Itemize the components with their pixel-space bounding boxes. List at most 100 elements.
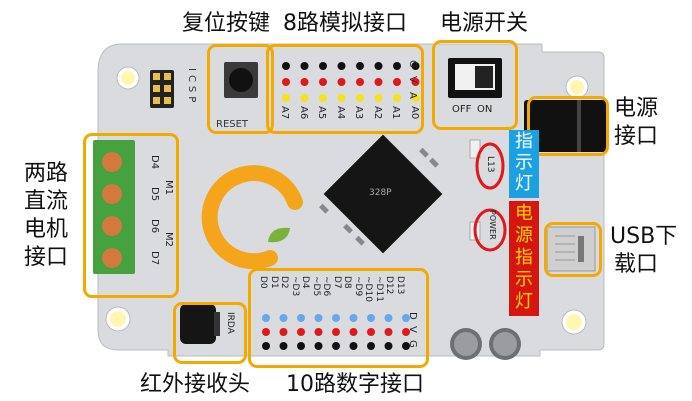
analog-pin-g (374, 62, 383, 70)
indicator-led-text: 指示灯 (509, 131, 539, 194)
digital-pin-d (262, 314, 270, 322)
analog-pin-v (300, 78, 309, 86)
power-led-char: 灯 (515, 291, 533, 312)
label-motor-1: 两路 (24, 161, 69, 186)
digital-pin-g (384, 342, 393, 350)
digital-pin-v (314, 328, 323, 336)
label-power-switch: 电源开关 (440, 11, 529, 36)
ir-receiver (180, 304, 216, 344)
reset-label: RESET (216, 119, 249, 130)
analog-pin-a (300, 94, 309, 102)
power-led-panel (509, 201, 539, 316)
analog-pin-v (374, 78, 383, 86)
indicator-led-char: 灯 (515, 173, 533, 194)
l13-led-circle (475, 142, 505, 190)
analog-pin-v (337, 78, 346, 86)
analog-pin-a (374, 94, 383, 102)
analog-pin-g (319, 62, 327, 70)
analog-pin-g (337, 62, 346, 70)
usb-connector (546, 226, 596, 272)
analog-pin-g (300, 62, 309, 70)
highlight-analog-header (266, 44, 424, 134)
analog-pin-a (337, 94, 346, 102)
digital-pin-v (367, 328, 375, 336)
digital-pin-g (297, 342, 305, 350)
label-analog-header: 8路模拟接口 (283, 11, 407, 36)
analog-pin-v (282, 78, 290, 86)
analog-pin-g (411, 62, 420, 70)
digital-pin-g (314, 342, 323, 350)
highlight-motor-ports (83, 133, 179, 298)
digital-pin-d (367, 314, 375, 322)
power-led-circle (473, 208, 507, 252)
analog-pin-g (393, 62, 401, 70)
mount-hole (570, 80, 584, 94)
digital-pin-d (349, 314, 358, 322)
mount-hole (566, 314, 582, 330)
motor-terminal-block (93, 140, 135, 274)
analog-pin-g (356, 62, 364, 70)
reset-button-cap (229, 68, 253, 92)
power-label: POWER (488, 210, 497, 240)
digital-pin-v (332, 328, 340, 336)
power-led-char: 电 (515, 203, 533, 224)
analog-pin-v (411, 78, 420, 86)
digital-pin-d (314, 314, 323, 322)
power-jack (524, 100, 606, 152)
label-power-jack-1: 电源 (614, 96, 659, 121)
label-digital-header: 10路数字接口 (286, 372, 424, 397)
digital-pin-v (384, 328, 393, 336)
digital-pin-v (297, 328, 305, 336)
digital-pin-g (279, 342, 288, 350)
digital-pin-g (402, 342, 410, 350)
digital-pin-v (279, 328, 288, 336)
indicator-led-char: 指 (515, 131, 533, 152)
switch-slider (475, 66, 493, 88)
indicator-led-char: 示 (515, 152, 533, 173)
switch-on-label: ON (477, 104, 493, 115)
analog-pin-v (393, 78, 401, 86)
highlight-ir-receiver (173, 302, 247, 364)
label-motor-3: 电机 (24, 217, 69, 242)
analog-pin-a (356, 94, 364, 102)
icsp-header (150, 70, 174, 108)
digital-pin-v (262, 328, 270, 336)
analog-pin-a (393, 94, 401, 102)
highlight-usb (544, 222, 602, 277)
analog-pin-g (282, 62, 290, 70)
analog-pin-a (319, 94, 327, 102)
power-led-char: 示 (515, 269, 533, 290)
label-usb-1: USB下 (610, 224, 678, 249)
digital-pin-v (349, 328, 358, 336)
highlight-reset (207, 44, 274, 134)
mount-hole (121, 71, 135, 85)
digital-pin-d (384, 314, 393, 322)
power-led-char: 源 (515, 225, 533, 246)
power-led-text: 电源指示灯 (509, 203, 539, 313)
digital-pin-g (367, 342, 375, 350)
l13-label: L13 (485, 156, 495, 173)
analog-pin-a (282, 94, 290, 102)
digital-pin-d (402, 314, 410, 322)
logo (201, 165, 303, 270)
chip-label: 328P (369, 188, 392, 198)
digital-pin-d (297, 314, 305, 322)
mcu-chip (323, 134, 443, 254)
analog-pin-v (356, 78, 364, 86)
label-motor-4: 接口 (24, 245, 69, 270)
digital-pin-g (262, 342, 270, 350)
analog-pin-a (411, 94, 420, 102)
label-reset-button: 复位按键 (182, 11, 271, 36)
label-usb-2: 载口 (614, 252, 659, 277)
icsp-label: ICSP (186, 68, 197, 107)
digital-pin-g (332, 342, 340, 350)
analog-pin-v (319, 78, 327, 86)
highlight-power-switch (432, 40, 518, 130)
digital-pin-d (279, 314, 288, 322)
switch-off-label: OFF (452, 104, 472, 115)
label-power-jack-2: 接口 (614, 124, 659, 149)
mount-hole (110, 311, 126, 327)
indicator-led-panel (509, 130, 539, 198)
digital-pin-v (402, 328, 410, 336)
